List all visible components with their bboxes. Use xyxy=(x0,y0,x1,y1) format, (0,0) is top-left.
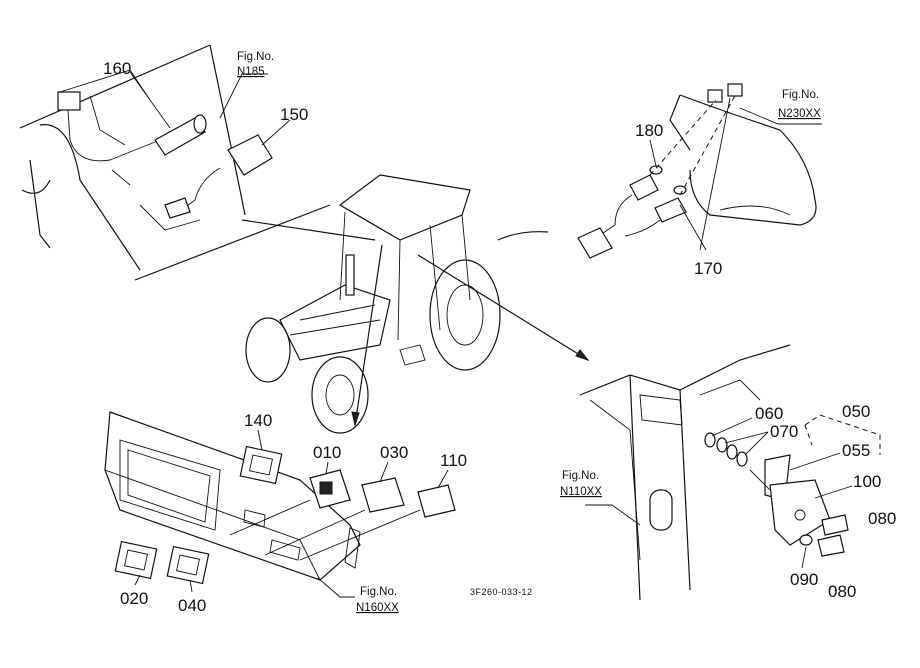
label-060: 060 xyxy=(755,404,783,423)
bracket-100 xyxy=(769,479,831,546)
fig-ref-n230xx-prefix: Fig.No. xyxy=(782,89,819,101)
fig-ref-n160xx-code: N160XX xyxy=(356,602,399,614)
washer-090 xyxy=(799,534,813,546)
relay-connector xyxy=(164,197,191,219)
label-020: 020 xyxy=(120,589,148,608)
label-110: 110 xyxy=(440,451,467,470)
switch-030 xyxy=(361,477,405,513)
label-070: 070 xyxy=(770,422,798,441)
view-steering-harness xyxy=(19,44,331,281)
relay-150-body xyxy=(227,134,273,176)
label-090: 090 xyxy=(790,570,818,589)
tractor-illustration xyxy=(245,174,501,434)
fig-ref-n110xx-code: N110XX xyxy=(560,486,602,498)
top-switch-right xyxy=(727,83,743,97)
fig-ref-n230xx-code: N230XX xyxy=(778,108,821,120)
label-100: 100 xyxy=(853,472,881,491)
switch-cover-140 xyxy=(239,445,283,485)
figure-references: Fig.No. N185 Fig.No. N230XX Fig.No. N110… xyxy=(237,51,821,614)
fig-ref-n160xx-prefix: Fig.No. xyxy=(360,586,397,598)
switch-cover-020 xyxy=(114,540,158,580)
label-040: 040 xyxy=(178,596,206,615)
label-140: 140 xyxy=(244,411,272,430)
view-panel-switches xyxy=(104,411,456,598)
label-050: 050 xyxy=(842,402,870,421)
switch-110 xyxy=(417,484,456,518)
label-150: 150 xyxy=(280,105,308,124)
label-170: 170 xyxy=(694,259,722,278)
label-080-lower: 080 xyxy=(828,582,856,601)
label-010: 010 xyxy=(313,443,341,462)
exhaust-pipe xyxy=(345,254,355,296)
label-160: 160 xyxy=(103,59,131,78)
top-switch-left xyxy=(707,89,723,103)
switch-170 xyxy=(654,197,687,223)
washer-070-2 xyxy=(726,444,738,460)
switch-180 xyxy=(629,174,659,201)
connector-block xyxy=(57,91,81,111)
fig-ref-n185-code: N185 xyxy=(237,66,265,78)
lamp-cover xyxy=(649,489,673,531)
part-number-labels: 160 150 180 170 140 010 030 110 020 040 … xyxy=(103,59,896,615)
label-080-upper: 080 xyxy=(868,509,896,528)
fig-ref-n110xx-prefix: Fig.No. xyxy=(562,470,599,482)
washer-060 xyxy=(704,432,716,448)
switch-160-body xyxy=(154,117,206,156)
washer-070-3 xyxy=(736,451,748,467)
label-055: 055 xyxy=(842,441,870,460)
bolt-080b xyxy=(817,534,845,557)
view-cab-switches xyxy=(577,83,822,259)
view-cab-bracket xyxy=(579,344,881,601)
harness-connector xyxy=(577,227,613,259)
bolt-080a xyxy=(821,514,849,536)
washer-170 xyxy=(673,185,687,195)
fig-ref-n185-prefix: Fig.No. xyxy=(237,51,274,63)
switch-cover-040 xyxy=(166,545,210,585)
drawing-code: 3F260-033-12 xyxy=(470,587,533,597)
label-180: 180 xyxy=(635,121,663,140)
label-030: 030 xyxy=(380,443,408,462)
pointer-arrows xyxy=(241,219,590,427)
washer-070-1 xyxy=(716,437,728,453)
switch-160-knob xyxy=(193,114,207,134)
